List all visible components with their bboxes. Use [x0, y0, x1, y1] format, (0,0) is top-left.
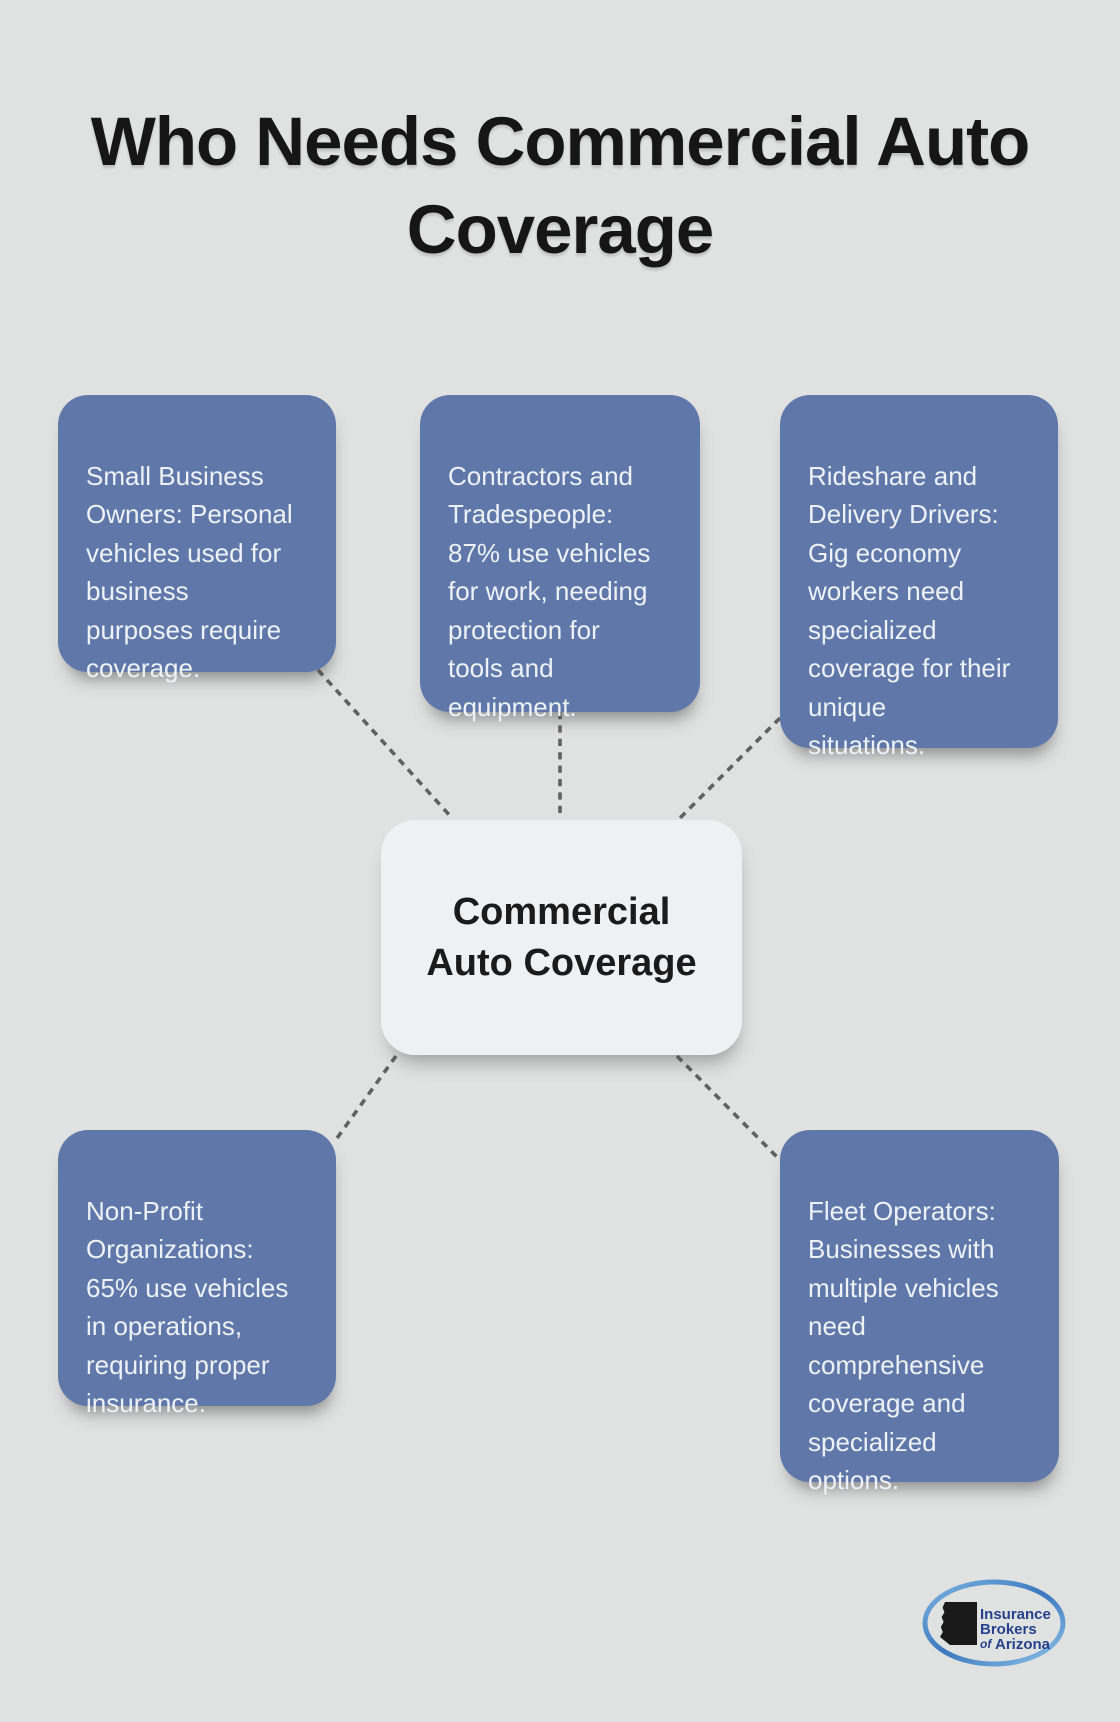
center-node-label: Commercial Auto Coverage [426, 890, 697, 984]
node-text: Rideshare and Delivery Drivers: Gig econ… [808, 460, 1011, 761]
node-rideshare-delivery-drivers: Rideshare and Delivery Drivers: Gig econ… [780, 395, 1058, 760]
node-text: Small Business Owners: Personal vehicles… [86, 460, 293, 684]
logo-text-line3-of: of [980, 1637, 992, 1651]
insurance-brokers-of-arizona-logo: Insurance Brokers of Arizona [922, 1579, 1066, 1667]
node-small-business-owners: Small Business Owners: Personal vehicles… [58, 395, 336, 683]
node-contractors-tradespeople: Contractors and Tradespeople: 87% use ve… [420, 395, 700, 722]
node-text: Contractors and Tradespeople: 87% use ve… [448, 460, 651, 722]
logo-text-line2: Brokers [980, 1621, 1037, 1638]
node-non-profit-organizations: Non-Profit Organizations: 65% use vehicl… [58, 1130, 336, 1418]
logo-text-line1: Insurance [980, 1606, 1051, 1623]
connector-rideshare-to-center [676, 716, 782, 822]
logo-text-line3-arizona: Arizona [995, 1636, 1051, 1653]
node-text: Non-Profit Organizations: 65% use vehicl… [86, 1195, 289, 1419]
node-fleet-operators: Fleet Operators: Businesses with multipl… [780, 1130, 1059, 1495]
connector-center-to-fleet [675, 1054, 783, 1163]
node-commercial-auto-coverage: Commercial Auto Coverage [381, 820, 742, 1055]
connector-center-to-nonprofit [333, 1054, 398, 1143]
arizona-state-icon [940, 1602, 977, 1645]
page-title: Who Needs Commercial Auto Coverage [90, 103, 1031, 268]
logo-oval-ring [922, 1579, 1066, 1667]
node-text: Fleet Operators: Businesses with multipl… [808, 1195, 999, 1496]
